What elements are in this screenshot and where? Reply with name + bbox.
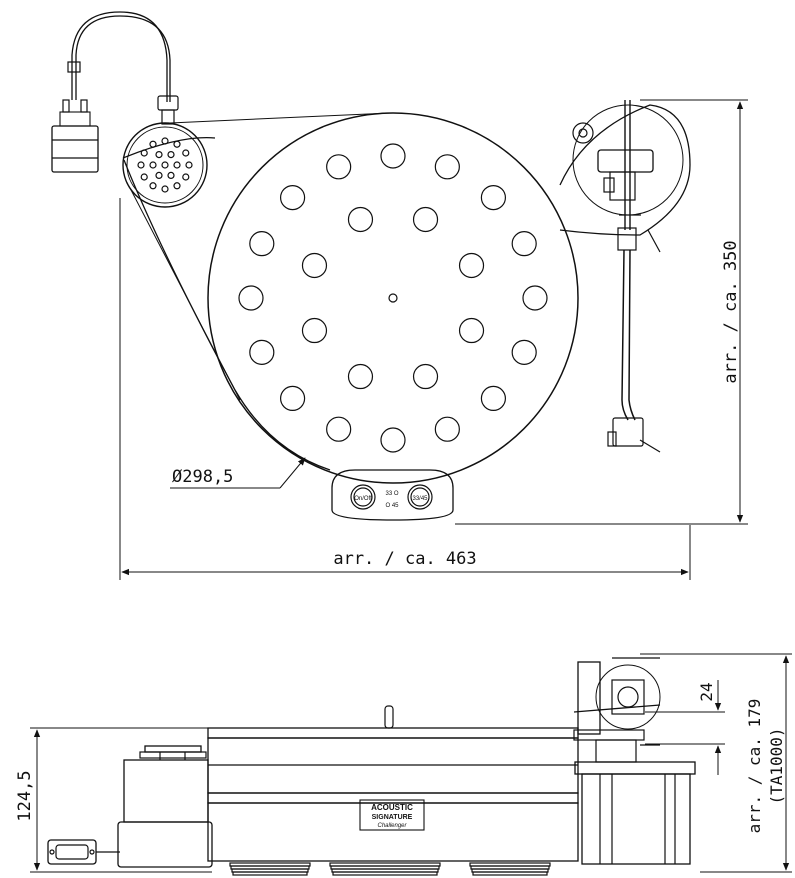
depth-label: arr. / ca. 350 bbox=[721, 240, 741, 383]
on-off-button[interactable] bbox=[350, 484, 376, 510]
brand-plate: ACOUSTIC SIGNATURE Challenger bbox=[359, 799, 425, 831]
right-height-label: arr. / ca. 179 bbox=[745, 699, 764, 834]
platter-hole bbox=[380, 427, 406, 453]
platter-hole bbox=[249, 339, 275, 365]
foot-ring bbox=[332, 871, 438, 876]
platter-hole bbox=[279, 385, 306, 412]
motor-hole bbox=[167, 171, 175, 179]
right-height-dimension: arr. / ca. 179 (TA1000) bbox=[640, 653, 792, 873]
side-connector-icon bbox=[47, 839, 120, 865]
width-dimension: arr. / ca. 463 bbox=[119, 198, 691, 580]
platter-hole bbox=[326, 416, 352, 442]
platter-hole bbox=[412, 206, 439, 233]
motor-hole bbox=[155, 171, 163, 179]
platter-hole bbox=[458, 252, 485, 279]
arm-height-dimension: 24 bbox=[645, 680, 725, 775]
platter-hole bbox=[347, 363, 374, 390]
top-view: On/Off 33/45 33 O O 45 bbox=[51, 11, 748, 580]
platter-hole bbox=[511, 231, 537, 257]
dsub-connector-icon bbox=[51, 99, 99, 173]
right-height-sublabel: (TA1000) bbox=[767, 727, 786, 804]
depth-dimension: arr. / ca. 350 bbox=[455, 99, 748, 525]
brand-line-2: SIGNATURE bbox=[372, 814, 413, 821]
motor-hole bbox=[149, 161, 157, 169]
motor-pod-side bbox=[117, 745, 213, 868]
platter-hole bbox=[458, 317, 485, 344]
platter-hole bbox=[301, 252, 328, 279]
speed-button[interactable] bbox=[407, 484, 433, 510]
motor-hole bbox=[161, 137, 169, 145]
platter-hole bbox=[279, 184, 306, 211]
motor-hole bbox=[140, 149, 148, 157]
platter-hole bbox=[511, 339, 537, 365]
platter-hole bbox=[238, 285, 264, 311]
motor-hole bbox=[149, 140, 157, 148]
foot-ring bbox=[472, 871, 548, 876]
on-off-label: On/Off bbox=[354, 496, 372, 502]
cartridge-icon bbox=[612, 417, 644, 447]
brand-line-3: Challenger bbox=[377, 823, 407, 829]
motor-hole bbox=[185, 161, 193, 169]
platter bbox=[207, 112, 579, 484]
left-height-dimension: 124,5 bbox=[15, 727, 212, 873]
side-view: ACOUSTIC SIGNATURE Challenger bbox=[15, 653, 792, 876]
brand-line-1: ACOUSTIC bbox=[371, 803, 413, 812]
speed-33-indicator: 33 O bbox=[385, 491, 398, 497]
motor-hole bbox=[182, 149, 190, 157]
control-panel: On/Off 33/45 33 O O 45 bbox=[331, 469, 454, 521]
tonearm-base-side bbox=[573, 657, 696, 865]
feet bbox=[229, 862, 551, 876]
diameter-label: Ø298,5 bbox=[172, 467, 233, 487]
platter-hole bbox=[249, 231, 275, 257]
motor-hole bbox=[173, 140, 181, 148]
belt-line-bottom bbox=[129, 187, 241, 401]
platter-hole bbox=[347, 206, 374, 233]
motor-pod bbox=[122, 122, 208, 208]
arm-height-label: 24 bbox=[697, 682, 716, 701]
motor-hole bbox=[149, 182, 157, 190]
belt-line-top bbox=[169, 112, 391, 124]
platter-hole bbox=[412, 363, 439, 390]
tonearm bbox=[572, 100, 684, 453]
motor-hole bbox=[173, 161, 181, 169]
motor-hole bbox=[161, 185, 169, 193]
motor-hole bbox=[137, 161, 145, 169]
motor-hole bbox=[173, 182, 181, 190]
platter-hole bbox=[301, 317, 328, 344]
speed-label: 33/45 bbox=[412, 496, 428, 502]
platter-hole bbox=[380, 143, 406, 169]
motor-hole bbox=[167, 151, 175, 159]
speed-45-indicator: O 45 bbox=[385, 503, 399, 509]
platter-hole bbox=[434, 154, 460, 180]
left-height-label: 124,5 bbox=[15, 770, 35, 821]
platter-hole bbox=[480, 385, 507, 412]
platter-hole bbox=[480, 184, 507, 211]
motor-holes bbox=[137, 137, 193, 193]
motor-hole bbox=[155, 151, 163, 159]
platter-holes bbox=[238, 143, 548, 453]
spindle bbox=[384, 705, 394, 729]
diameter-dimension: Ø298,5 bbox=[170, 457, 306, 489]
motor-hole bbox=[161, 161, 169, 169]
chassis bbox=[207, 705, 579, 862]
foot-ring bbox=[232, 871, 308, 876]
width-label: arr. / ca. 463 bbox=[333, 549, 476, 569]
power-cable bbox=[67, 11, 179, 125]
motor-hole bbox=[140, 173, 148, 181]
platter-hole bbox=[522, 285, 548, 311]
motor-hole bbox=[182, 173, 190, 181]
platter-hole bbox=[326, 154, 352, 180]
platter-hole bbox=[434, 416, 460, 442]
